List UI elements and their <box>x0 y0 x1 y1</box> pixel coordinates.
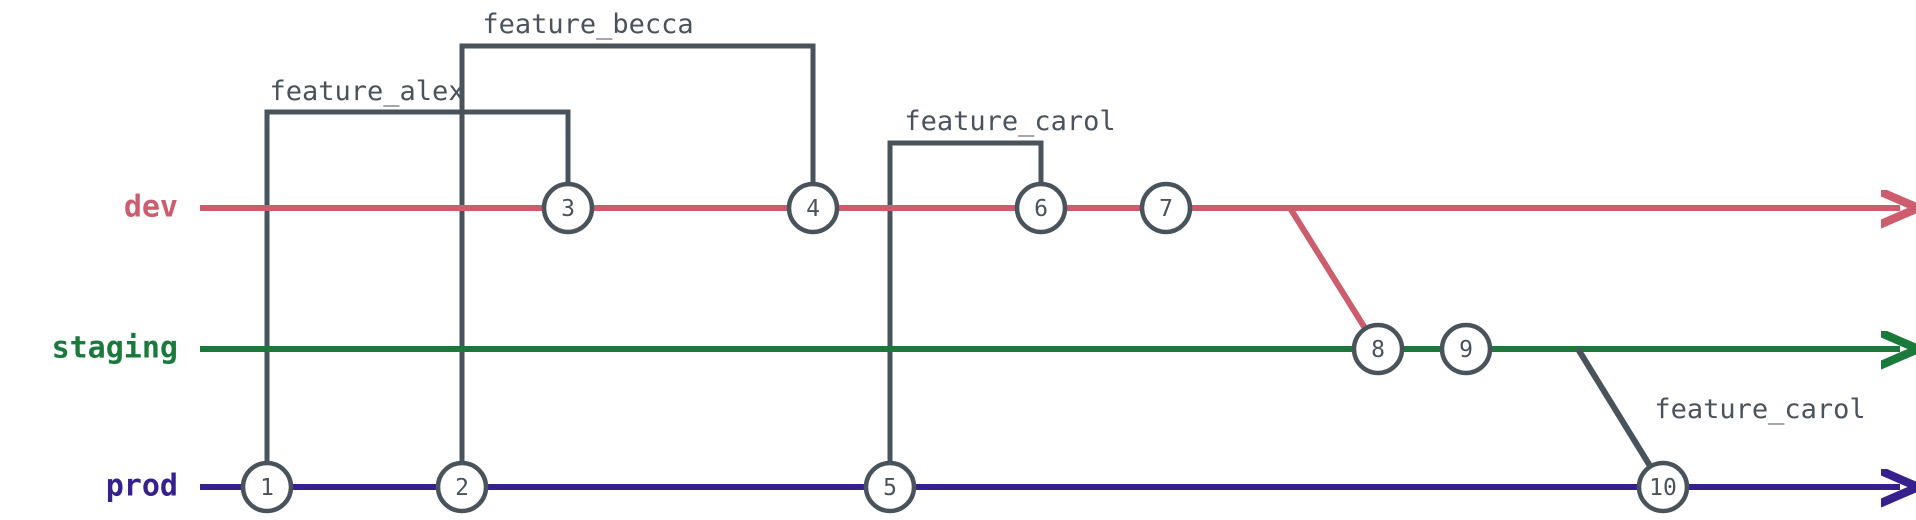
feature-branch-label-feature_alex: feature_alex <box>269 76 464 107</box>
merge-line-layer <box>1287 206 1381 351</box>
commit-node-1[interactable]: 1 <box>240 460 294 514</box>
branch-label-layer: dev staging prod <box>52 190 178 504</box>
branch-line-layer <box>200 208 1900 487</box>
deploy-line-deploy-staging-to-prod <box>1575 347 1666 489</box>
commit-label-1: 1 <box>260 475 274 501</box>
commit-label-6: 6 <box>1034 196 1048 222</box>
branch-label-dev: dev <box>124 190 178 225</box>
commit-label-3: 3 <box>561 196 575 222</box>
feature-branch-path-feature_alex <box>264 109 571 487</box>
feature-label-layer: feature_alexfeature_beccafeature_carolfe… <box>269 9 1865 425</box>
commit-circle-3 <box>541 181 595 235</box>
commit-circle-6 <box>1014 181 1068 235</box>
commit-circle-10 <box>1636 460 1690 514</box>
commit-label-2: 2 <box>455 475 469 501</box>
feature-branch-path-feature_becca <box>459 43 816 487</box>
deploy-label-deploy-staging-to-prod: feature_carol <box>1654 394 1865 425</box>
commit-node-10[interactable]: 10 <box>1636 460 1690 514</box>
feature-branch-label-feature_carol: feature_carol <box>904 106 1115 137</box>
commit-label-10: 10 <box>1649 475 1677 501</box>
feature-branch-layer <box>264 43 1044 487</box>
commit-node-3[interactable]: 3 <box>541 181 595 235</box>
commit-node-layer: 1 2 3 4 5 6 7 8 9 10 <box>240 181 1690 514</box>
commit-node-4[interactable]: 4 <box>786 181 840 235</box>
commit-label-7: 7 <box>1159 196 1173 222</box>
commit-node-9[interactable]: 9 <box>1439 322 1493 376</box>
commit-circle-2 <box>435 460 489 514</box>
deploy-line-layer <box>1575 347 1666 489</box>
commit-label-9: 9 <box>1459 337 1473 363</box>
merge-line-merge-dev-to-staging <box>1287 206 1381 351</box>
commit-node-6[interactable]: 6 <box>1014 181 1068 235</box>
commit-circle-8 <box>1351 322 1405 376</box>
branch-label-staging: staging <box>52 331 178 366</box>
feature-branch-path-feature_carol <box>887 140 1044 487</box>
commit-circle-1 <box>240 460 294 514</box>
branch-label-prod: prod <box>106 469 178 504</box>
commit-circle-4 <box>786 181 840 235</box>
commit-label-4: 4 <box>806 196 820 222</box>
commit-circle-9 <box>1439 322 1493 376</box>
commit-label-8: 8 <box>1371 337 1385 363</box>
commit-node-8[interactable]: 8 <box>1351 322 1405 376</box>
commit-node-2[interactable]: 2 <box>435 460 489 514</box>
commit-node-5[interactable]: 5 <box>863 460 917 514</box>
commit-circle-7 <box>1139 181 1193 235</box>
commit-node-7[interactable]: 7 <box>1139 181 1193 235</box>
commit-circle-5 <box>863 460 917 514</box>
commit-label-5: 5 <box>883 475 897 501</box>
feature-branch-label-feature_becca: feature_becca <box>482 9 693 40</box>
